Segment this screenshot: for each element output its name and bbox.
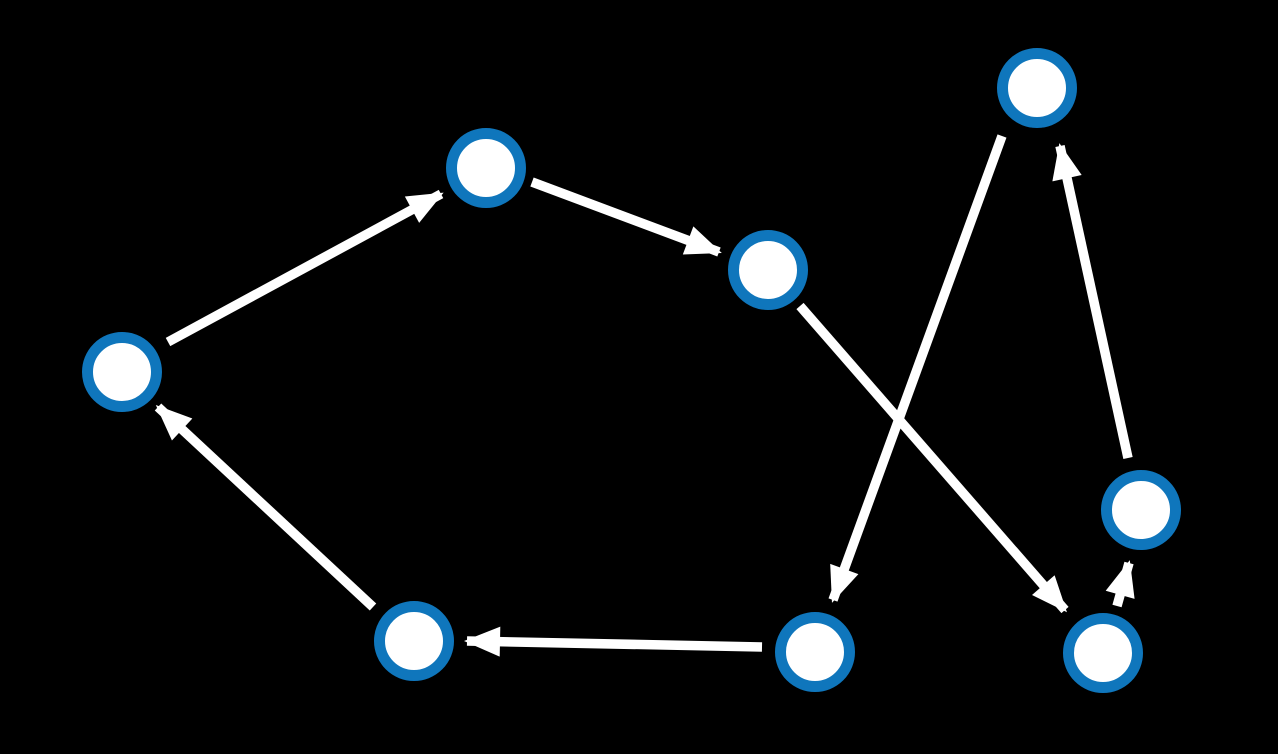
edge-arrow-node-top-right-to-node-bottom-center [828, 134, 1007, 603]
edge-arrow-node-bottom-left-to-node-left [154, 403, 377, 611]
node-right [1101, 470, 1181, 550]
node-top-center [446, 128, 526, 208]
edge-arrow-node-right-to-node-top-right [1052, 143, 1133, 460]
node-center-right [728, 230, 808, 310]
node-left [82, 332, 162, 412]
edge-arrow-node-bottom-right-to-node-right [1105, 560, 1135, 608]
edges-layer [154, 134, 1135, 657]
node-bottom-left [374, 601, 454, 681]
node-bottom-center [775, 612, 855, 692]
edge-arrow-node-bottom-center-to-node-bottom-left [464, 626, 763, 657]
edge-arrow-node-center-right-to-node-bottom-right [796, 302, 1069, 614]
edge-arrow-node-top-center-to-node-center-right [530, 177, 722, 257]
node-top-right [997, 48, 1077, 128]
node-bottom-right [1063, 613, 1143, 693]
edge-arrow-node-left-to-node-top-center [165, 189, 444, 347]
nodes-layer [82, 48, 1181, 693]
